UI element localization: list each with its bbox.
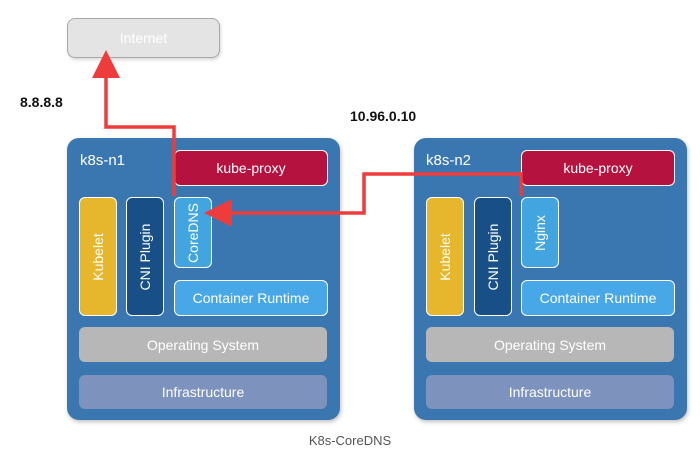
coredns-to-internet-arrow — [92, 50, 176, 196]
kube-proxy-box: kube-proxy — [521, 150, 675, 186]
operating-system-box: Operating System — [426, 327, 674, 362]
kubelet-box: Kubelet — [426, 197, 464, 316]
cni-plugin-box: CNI Plugin — [126, 197, 164, 316]
kubelet-box: Kubelet — [79, 197, 117, 316]
cni-plugin-box: CNI Plugin — [474, 197, 512, 316]
cluster-dns-ip-label: 10.96.0.10 — [350, 108, 417, 124]
nginx-pod-box: Nginx — [521, 197, 559, 268]
infrastructure-box: Infrastructure — [79, 375, 327, 409]
container-runtime-box: Container Runtime — [174, 280, 328, 316]
diagram-caption: K8s-CoreDNS — [308, 433, 392, 448]
container-runtime-box: Container Runtime — [521, 280, 675, 316]
infrastructure-box: Infrastructure — [426, 375, 674, 409]
external-dns-ip-label: 8.8.8.8 — [20, 94, 63, 110]
operating-system-box: Operating System — [79, 327, 327, 362]
nginx-to-coredns-arrow — [204, 172, 523, 227]
node-title: k8s-n1 — [80, 152, 126, 169]
kube-proxy-box: kube-proxy — [174, 150, 328, 186]
node-title: k8s-n2 — [426, 152, 472, 169]
